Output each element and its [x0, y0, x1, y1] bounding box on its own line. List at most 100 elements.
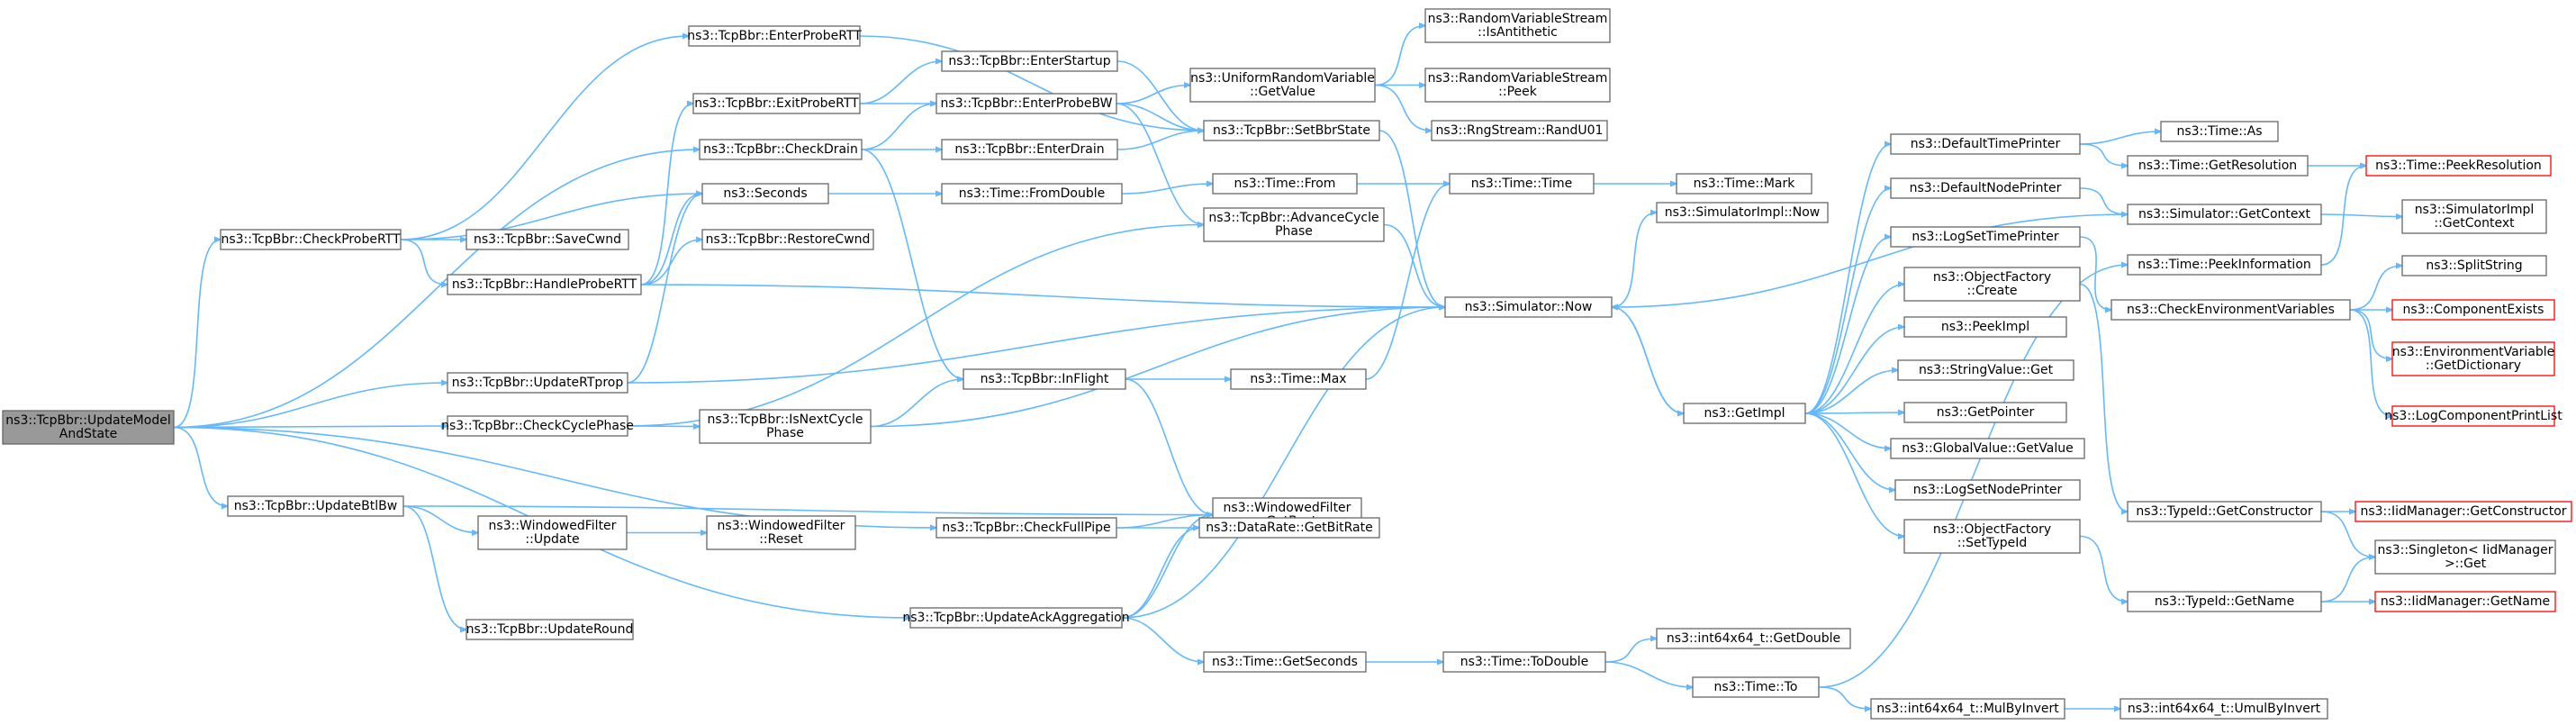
node-box-getimpl	[1683, 403, 1806, 424]
edge-timemax-to-timetime	[1365, 184, 1450, 380]
edge-checkprobertt-to-enterprobertt	[400, 36, 689, 240]
node-seconds[interactable]: ns3::Seconds	[701, 183, 829, 204]
node-label-stringvalueget-0: ns3::StringValue::Get	[1919, 363, 2054, 377]
node-typeidgetconstructor[interactable]: ns3::TypeId::GetConstructor	[2127, 501, 2322, 522]
node-checkfullpipe[interactable]: ns3::TcpBbr::CheckFullPipe	[935, 517, 1117, 539]
node-defaulttimeprinter[interactable]: ns3::DefaultTimePrinter	[1890, 133, 2081, 155]
node-enterprobebw[interactable]: ns3::TcpBbr::EnterProbeBW	[935, 93, 1117, 114]
node-peekimpl[interactable]: ns3::PeekImpl	[1903, 316, 2067, 338]
node-updateackaggregation[interactable]: ns3::TcpBbr::UpdateAckAggregation	[902, 607, 1130, 629]
node-timefrom[interactable]: ns3::Time::From	[1212, 173, 1358, 195]
node-mulbyinvert[interactable]: ns3::int64x64_t::MulByInvert	[1870, 698, 2065, 720]
node-setbbrstate[interactable]: ns3::TcpBbr::SetBbrState	[1203, 120, 1380, 141]
edge-getimpl-to-defaulttimeprinter	[1804, 144, 1891, 414]
node-box-stringvalueget	[1897, 359, 2074, 381]
node-globalvaluegetvalue[interactable]: ns3::GlobalValue::GetValue	[1890, 438, 2085, 459]
node-datarategetbitrate[interactable]: ns3::DataRate::GetBitRate	[1198, 517, 1380, 539]
node-timemark[interactable]: ns3::Time::Mark	[1676, 173, 1812, 195]
node-stringvalueget[interactable]: ns3::StringValue::Get	[1897, 359, 2074, 381]
node-typeidgetname[interactable]: ns3::TypeId::GetName	[2127, 591, 2322, 612]
node-updatebtlbw[interactable]: ns3::TcpBbr::UpdateBtlBw	[227, 495, 404, 517]
edge-defaulttimeprinter-to-timegetresolution	[2079, 143, 2128, 166]
node-getpointer[interactable]: ns3::GetPointer	[1903, 402, 2067, 423]
node-getimpl[interactable]: ns3::GetImpl	[1683, 403, 1806, 424]
node-timeas[interactable]: ns3::Time::As	[2160, 121, 2279, 142]
node-timetime[interactable]: ns3::Time::Time	[1449, 173, 1595, 195]
node-getdouble[interactable]: ns3::int64x64_t::GetDouble	[1656, 628, 1851, 649]
node-timemax[interactable]: ns3::Time::Max	[1230, 368, 1367, 390]
node-restorecwnd[interactable]: ns3::TcpBbr::RestoreCwnd	[701, 229, 874, 250]
node-timepeekresolution[interactable]: ns3::Time::PeekResolution	[2365, 155, 2552, 177]
node-defaultnodeprinter[interactable]: ns3::DefaultNodePrinter	[1890, 177, 2081, 199]
node-componentexists[interactable]: ns3::ComponentExists	[2391, 299, 2555, 321]
node-label-advancecyclephase-1: Phase	[1275, 224, 1313, 239]
node-uniformgetvalue[interactable]: ns3::UniformRandomVariable::GetValue	[1189, 68, 1376, 103]
node-label-typeidgetname-0: ns3::TypeId::GetName	[2155, 594, 2294, 609]
edge-isnextcyclephase-to-simulatornow	[870, 307, 1445, 428]
node-label-logsetnodeprinter-0: ns3::LogSetNodePrinter	[1913, 483, 2063, 497]
edge-logsettimeprinter-to-checkenvvars	[2079, 236, 2111, 310]
node-splitstring[interactable]: ns3::SplitString	[2401, 255, 2547, 276]
node-box-checkfullpipe	[935, 517, 1117, 539]
node-label-simimplgetcontext-0: ns3::SimulatorImpl	[2415, 203, 2535, 217]
node-timegetresolution[interactable]: ns3::Time::GetResolution	[2127, 155, 2309, 177]
node-timepeekinformation[interactable]: ns3::Time::PeekInformation	[2127, 254, 2322, 276]
node-timefromdouble[interactable]: ns3::Time::FromDouble	[941, 183, 1123, 204]
node-singletonget[interactable]: ns3::Singleton< IidManager >::Get	[2374, 539, 2556, 575]
node-isantithetic[interactable]: ns3::RandomVariableStream::IsAntithetic	[1424, 8, 1611, 43]
node-checkdrain[interactable]: ns3::TcpBbr::CheckDrain	[699, 139, 863, 160]
node-label-singletonget-1: >::Get	[2445, 557, 2487, 571]
node-label-savecwnd-0: ns3::TcpBbr::SaveCwnd	[474, 232, 621, 247]
node-checkenvvars[interactable]: ns3::CheckEnvironmentVariables	[2111, 299, 2351, 321]
edge-enterprobebw-to-setbbrstate	[1116, 103, 1204, 131]
node-checkprobertt[interactable]: ns3::TcpBbr::CheckProbeRTT	[220, 229, 402, 250]
node-iidmgrgetname[interactable]: ns3::IidManager::GetName	[2374, 591, 2556, 612]
node-enterstartup[interactable]: ns3::TcpBbr::EnterStartup	[941, 50, 1118, 72]
node-simimplgetcontext[interactable]: ns3::SimulatorImpl::GetContext	[2401, 199, 2547, 234]
node-label-checkfullpipe-0: ns3::TcpBbr::CheckFullPipe	[942, 521, 1110, 535]
node-handleprobertt[interactable]: ns3::TcpBbr::HandleProbeRTT	[447, 274, 642, 295]
node-box-inflight	[963, 368, 1126, 390]
edge-updatebtlbw-to-windowedfilterupdate	[402, 505, 478, 533]
node-simulatorimplnow[interactable]: ns3::SimulatorImpl::Now	[1656, 202, 1829, 223]
node-exitprobertt[interactable]: ns3::TcpBbr::ExitProbeRTT	[692, 93, 861, 114]
node-box-iidmgrgetname	[2374, 591, 2556, 612]
node-label-setbbrstate-0: ns3::TcpBbr::SetBbrState	[1213, 123, 1370, 138]
node-iidmgrgetconstructor[interactable]: ns3::IidManager::GetConstructor	[2355, 501, 2572, 522]
node-inflight[interactable]: ns3::TcpBbr::InFlight	[963, 368, 1126, 390]
edge-getimpl-to-defaultnodeprinter	[1804, 188, 1891, 414]
node-logcomponentprintlist[interactable]: ns3::LogComponentPrintList	[2384, 405, 2562, 427]
node-label-randu01-0: ns3::RngStream::RandU01	[1436, 123, 1604, 138]
node-peek[interactable]: ns3::RandomVariableStream::Peek	[1424, 68, 1611, 103]
node-envgetdictionary[interactable]: ns3::EnvironmentVariable::GetDictionary	[2391, 341, 2555, 376]
node-updatertprop[interactable]: ns3::TcpBbr::UpdateRTprop	[447, 372, 628, 394]
edge-handleprobertt-to-simulatornow	[640, 284, 1445, 307]
node-windowedfilterupdate[interactable]: ns3::WindowedFilter::Update	[477, 515, 628, 550]
node-updateround[interactable]: ns3::TcpBbr::UpdateRound	[465, 619, 634, 640]
node-box-defaulttimeprinter	[1890, 133, 2081, 155]
node-logsettimeprinter[interactable]: ns3::LogSetTimePrinter	[1890, 226, 2081, 248]
node-objectfactorycreate[interactable]: ns3::ObjectFactory::Create	[1903, 267, 2081, 302]
node-label-checkenvvars-0: ns3::CheckEnvironmentVariables	[2127, 303, 2335, 317]
node-simulatornow[interactable]: ns3::Simulator::Now	[1444, 296, 1613, 318]
node-windowedfilterreset[interactable]: ns3::WindowedFilter::Reset	[706, 515, 856, 550]
node-objectfactorysettypeid[interactable]: ns3::ObjectFactory::SetTypeId	[1903, 519, 2081, 554]
edge-updateackaggregation-to-datarategetbitrate	[1121, 528, 1199, 619]
node-timetodouble[interactable]: ns3::Time::ToDouble	[1442, 651, 1606, 673]
node-enterprobertt[interactable]: ns3::TcpBbr::EnterProbeRTT	[687, 25, 862, 47]
node-checkcyclephase[interactable]: ns3::TcpBbr::CheckCyclePhase	[441, 415, 634, 437]
node-logsetnodeprinter[interactable]: ns3::LogSetNodePrinter	[1894, 479, 2081, 501]
node-simulatorgetcontext[interactable]: ns3::Simulator::GetContext	[2127, 204, 2322, 225]
node-randu01[interactable]: ns3::RngStream::RandU01	[1431, 120, 1608, 141]
node-enterdrain[interactable]: ns3::TcpBbr::EnterDrain	[941, 139, 1118, 160]
node-umulbyinvert[interactable]: ns3::int64x64_t::UmulByInvert	[2120, 698, 2328, 720]
node-label-timeto-0: ns3::Time::To	[1714, 680, 1798, 694]
node-timeto[interactable]: ns3::Time::To	[1692, 676, 1820, 698]
node-box-windowedfilterreset	[706, 515, 856, 550]
node-savecwnd[interactable]: ns3::TcpBbr::SaveCwnd	[465, 229, 629, 250]
node-box-timefromdouble	[941, 183, 1123, 204]
node-timegetseconds[interactable]: ns3::Time::GetSeconds	[1203, 651, 1367, 673]
